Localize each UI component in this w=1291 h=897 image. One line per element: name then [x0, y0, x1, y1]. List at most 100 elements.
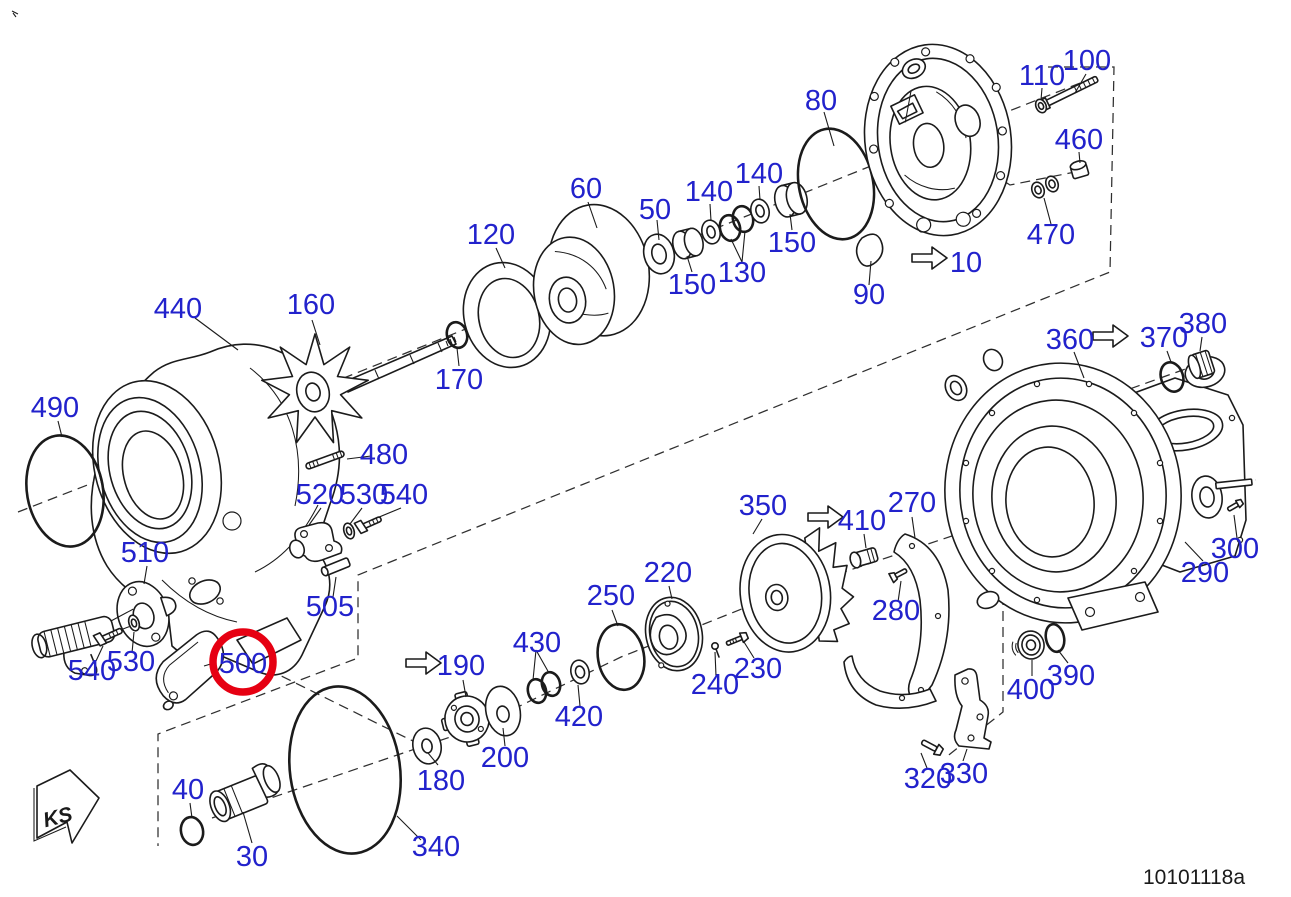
- part-label-420[interactable]: 420: [555, 701, 603, 733]
- part-90-seal: [855, 233, 884, 267]
- part-460-nut: [1069, 160, 1090, 180]
- part-label-190[interactable]: 190: [437, 650, 485, 682]
- part-380-plug: [1187, 349, 1216, 380]
- part-label-530-b[interactable]: 530: [107, 646, 155, 678]
- part-label-30[interactable]: 30: [236, 841, 268, 873]
- part-label-350[interactable]: 350: [739, 490, 787, 522]
- part-label-410[interactable]: 410: [838, 505, 886, 537]
- part-label-140-b[interactable]: 140: [735, 158, 783, 190]
- part-230-screw: [725, 631, 750, 646]
- part-label-500[interactable]: 500: [219, 648, 267, 680]
- part-label-290[interactable]: 290: [1181, 557, 1229, 589]
- part-label-10[interactable]: 10: [950, 247, 982, 279]
- part-30-fitting: [209, 763, 281, 823]
- part-label-280[interactable]: 280: [872, 595, 920, 627]
- part-label-150-b[interactable]: 150: [768, 227, 816, 259]
- part-540-bolt-b: [92, 627, 123, 647]
- part-490-oring: [25, 434, 105, 548]
- ks-arrow: KS: [33, 769, 100, 844]
- part-label-440[interactable]: 440: [154, 293, 202, 325]
- part-520-bracket: [288, 521, 343, 563]
- part-label-330[interactable]: 330: [940, 758, 988, 790]
- part-label-120[interactable]: 120: [467, 219, 515, 251]
- part-505-pin: [320, 557, 351, 577]
- part-330-bracket: [953, 668, 992, 750]
- part-label-360[interactable]: 360: [1046, 324, 1094, 356]
- part-50-washer: [642, 233, 676, 275]
- view-arrow-410: [807, 505, 844, 529]
- part-370-oring: [1159, 361, 1185, 393]
- leader-lines: [57, 73, 1238, 844]
- part-label-460[interactable]: 460: [1055, 124, 1103, 156]
- part-label-150-a[interactable]: 150: [668, 269, 716, 301]
- part-label-160[interactable]: 160: [287, 289, 335, 321]
- part-label-390[interactable]: 390: [1047, 660, 1095, 692]
- part-label-400[interactable]: 400: [1007, 674, 1055, 706]
- part-label-430[interactable]: 430: [513, 627, 561, 659]
- part-label-230[interactable]: 230: [734, 653, 782, 685]
- part-label-100[interactable]: 100: [1063, 45, 1111, 77]
- part-label-470[interactable]: 470: [1027, 219, 1075, 251]
- doc-number: 10101118a: [1143, 866, 1245, 889]
- part-400-plug: [1011, 630, 1045, 660]
- part-200-washer: [484, 685, 522, 737]
- part-label-200[interactable]: 200: [481, 742, 529, 774]
- part-480-stud: [305, 450, 345, 470]
- scan-artifact: [11, 10, 19, 18]
- part-140-washer-b: [749, 198, 771, 224]
- part-500-cover: [155, 630, 225, 711]
- part-label-540-a[interactable]: 540: [380, 479, 428, 511]
- part-label-50[interactable]: 50: [639, 194, 671, 226]
- part-150-spacer-a: [671, 227, 704, 260]
- part-530-washer-a: [342, 522, 356, 540]
- part-label-130[interactable]: 130: [718, 257, 766, 289]
- part-label-140-a[interactable]: 140: [685, 176, 733, 208]
- part-label-90[interactable]: 90: [853, 279, 885, 311]
- part-label-170[interactable]: 170: [435, 364, 483, 396]
- part-label-380[interactable]: 380: [1179, 308, 1227, 340]
- part-label-540-b[interactable]: 540: [68, 655, 116, 687]
- part-label-340[interactable]: 340: [412, 831, 460, 863]
- part-340-oring: [287, 685, 403, 855]
- part-label-480[interactable]: 480: [360, 439, 408, 471]
- part-470-washers: [1030, 175, 1060, 199]
- part-240-screw: [710, 641, 720, 658]
- part-labels: 440 160 120 170 60 50 150 140 130 140 15…: [31, 45, 1259, 873]
- part-label-370[interactable]: 370: [1140, 322, 1188, 354]
- part-label-530-a[interactable]: 530: [340, 479, 388, 511]
- part-label-520[interactable]: 520: [296, 479, 344, 511]
- part-60-compressor-wheel: [532, 203, 651, 346]
- part-label-490[interactable]: 490: [31, 392, 79, 424]
- part-label-220[interactable]: 220: [644, 557, 692, 589]
- part-label-320[interactable]: 320: [904, 763, 952, 795]
- part-label-80[interactable]: 80: [805, 85, 837, 117]
- part-320-bolt: [920, 739, 945, 757]
- part-label-240[interactable]: 240: [691, 669, 739, 701]
- part-label-505[interactable]: 505: [306, 591, 354, 623]
- part-270-baffle: [843, 533, 950, 709]
- part-label-180[interactable]: 180: [417, 765, 465, 797]
- reference-actuator: [31, 608, 134, 677]
- part-110-nut: [1034, 98, 1048, 114]
- part-label-510[interactable]: 510: [121, 537, 169, 569]
- part-180-washer: [412, 727, 442, 765]
- part-label-40[interactable]: 40: [172, 774, 204, 806]
- part-label-270[interactable]: 270: [888, 487, 936, 519]
- part-420-seal: [569, 659, 591, 685]
- highlight-circle-500: [209, 628, 277, 696]
- part-40-oring: [179, 815, 205, 847]
- part-label-250[interactable]: 250: [587, 580, 635, 612]
- view-arrow-10: [911, 246, 948, 270]
- part-510-flange: [116, 580, 177, 648]
- part-150-spacer-b: [773, 181, 809, 218]
- part-label-60[interactable]: 60: [570, 173, 602, 205]
- part-label-300[interactable]: 300: [1211, 533, 1259, 565]
- part-530-washer-b: [127, 614, 141, 632]
- part-label-110[interactable]: 110: [1019, 60, 1065, 92]
- part-350-fan: [739, 527, 855, 653]
- part-540-bolt-a: [353, 516, 382, 535]
- view-arrow-190: [405, 651, 442, 675]
- part-280-screw: [888, 568, 908, 584]
- view-arrow-360: [1092, 324, 1129, 348]
